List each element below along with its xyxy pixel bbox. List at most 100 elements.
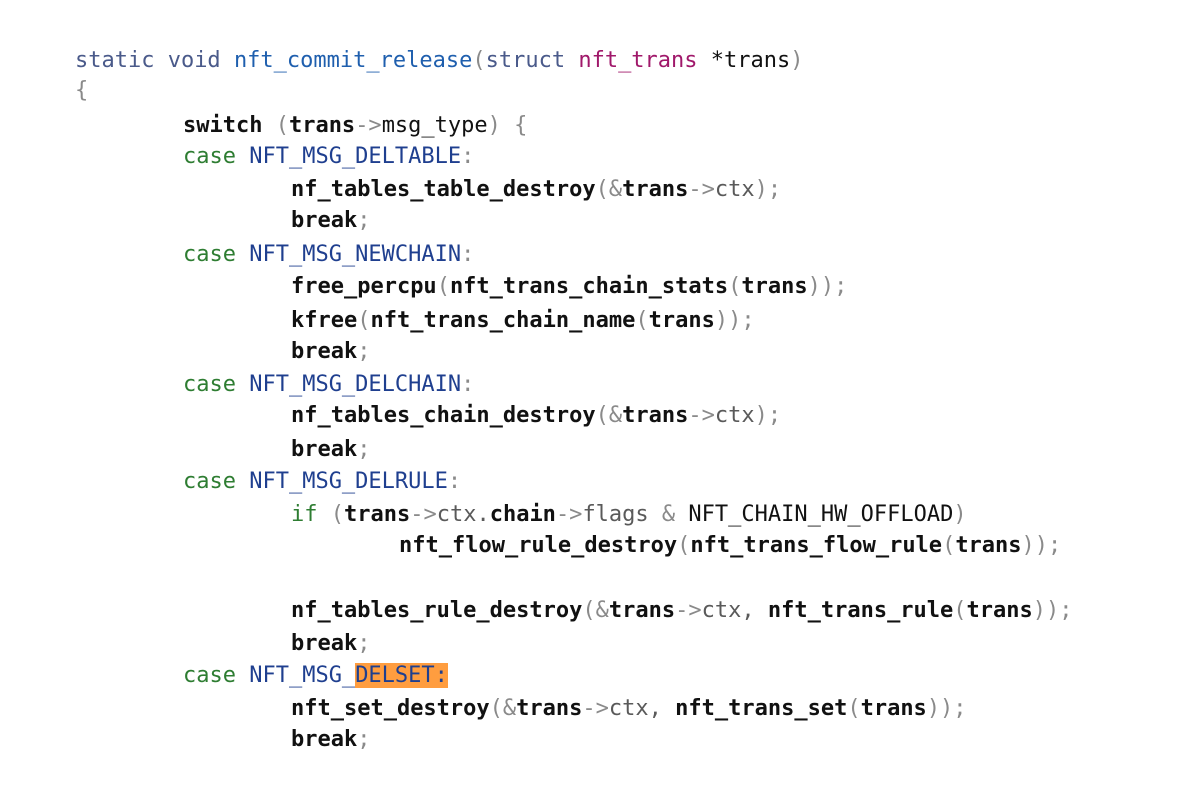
punctuation: );	[754, 403, 782, 428]
punctuation: (	[582, 598, 596, 623]
arrow-operator: ->	[688, 403, 715, 428]
code-line-11: case NFT_MSG_DELCHAIN:	[130, 340, 474, 397]
function-call: nft_trans_chain_name	[370, 308, 636, 333]
function-call: nft_trans_chain_stats	[449, 274, 729, 299]
punctuation: (	[635, 308, 649, 333]
punctuation: ;	[357, 437, 371, 462]
punctuation: ));	[714, 308, 755, 333]
code-line-20: nft_set_destroy(&trans->ctx, nft_trans_s…	[238, 664, 967, 721]
keyword-case: case	[182, 144, 250, 169]
punctuation: :	[461, 372, 475, 397]
identifier: trans	[288, 113, 356, 138]
code-line-2: {	[22, 46, 88, 103]
punctuation: (	[942, 533, 956, 558]
code-line-21: break;	[238, 695, 370, 752]
function-call: nf_tables_rule_destroy	[290, 598, 583, 623]
function-call: free_percpu	[290, 274, 437, 299]
arrow-operator: ->	[355, 113, 382, 138]
constant: NFT_MSG_DELRULE	[249, 469, 448, 494]
punctuation: (	[595, 403, 609, 428]
code-line-7: case NFT_MSG_NEWCHAIN:	[130, 210, 474, 267]
punctuation: (	[357, 308, 371, 333]
punctuation: (	[436, 274, 450, 299]
punctuation: ;	[357, 631, 371, 656]
keyword-break: break	[290, 631, 358, 656]
ampersand: &	[608, 177, 623, 202]
identifier: trans	[608, 598, 676, 623]
code-line-1: static void nft_commit_release(struct nf…	[22, 16, 804, 73]
ampersand: &	[502, 696, 517, 721]
identifier: trans	[966, 598, 1033, 623]
keyword-static-void: static void	[74, 48, 234, 73]
function-call: kfree	[290, 308, 358, 333]
code-line-8: free_percpu(nft_trans_chain_stats(trans)…	[238, 242, 847, 299]
identifier: ctx,	[701, 598, 768, 623]
constant: NFT_MSG_	[249, 663, 356, 688]
function-call: nft_flow_rule_destroy	[398, 533, 678, 558]
arrow-operator: ->	[555, 502, 583, 527]
keyword-switch: switch	[182, 113, 276, 138]
keyword-case: case	[182, 663, 250, 688]
arrow-operator: ->	[582, 696, 609, 721]
punctuation: ;	[357, 339, 371, 364]
brace: {	[500, 113, 528, 138]
keyword-case: case	[182, 372, 250, 397]
keyword-break: break	[290, 727, 358, 752]
constant: NFT_MSG_NEWCHAIN	[249, 242, 462, 267]
code-line-9: kfree(nft_trans_chain_name(trans));	[238, 276, 755, 333]
punctuation: (	[677, 533, 691, 558]
function-name: nft_commit_release	[233, 48, 473, 73]
constant: NFT_MSG_DELTABLE	[249, 144, 462, 169]
identifier: trans	[622, 403, 689, 428]
punctuation: (	[330, 502, 344, 527]
code-line-12: nf_tables_chain_destroy(&trans->ctx);	[238, 371, 781, 428]
keyword-case: case	[182, 469, 250, 494]
code-line-4: case NFT_MSG_DELTABLE:	[130, 112, 474, 169]
code-line-10: break;	[238, 307, 370, 364]
keyword-break: break	[290, 208, 358, 233]
constant: NFT_MSG_DELCHAIN	[249, 372, 462, 397]
constant: NFT_CHAIN_HW_OFFLOAD	[688, 502, 954, 527]
punctuation: :	[461, 144, 475, 169]
identifier: ctx	[714, 403, 755, 428]
identifier: flags	[582, 502, 649, 527]
punctuation: :	[447, 469, 462, 494]
function-call: nft_set_destroy	[290, 696, 490, 721]
arrow-operator: ->	[675, 598, 702, 623]
search-highlight: DELSET:	[355, 663, 448, 688]
function-call: nf_tables_table_destroy	[290, 177, 596, 202]
punctuation: ));	[1021, 533, 1062, 558]
identifier: ctx.	[436, 502, 490, 527]
ampersand: &	[608, 403, 623, 428]
keyword-break: break	[290, 339, 358, 364]
punctuation: (	[472, 48, 486, 73]
code-line-3: switch (trans->msg_type) {	[130, 81, 527, 138]
code-line-6: break;	[238, 176, 370, 233]
identifier: trans	[648, 308, 715, 333]
arrow-operator: ->	[688, 177, 715, 202]
punctuation: (	[595, 177, 609, 202]
punctuation: )	[487, 113, 501, 138]
parameter: *trans	[697, 48, 791, 73]
punctuation: ;	[357, 208, 371, 233]
code-editor[interactable]: static void nft_commit_release(struct nf…	[0, 0, 1180, 752]
code-line-14: case NFT_MSG_DELRULE:	[130, 437, 461, 494]
code-line-5: nf_tables_table_destroy(&trans->ctx);	[238, 145, 781, 202]
function-call: nft_trans_flow_rule	[690, 533, 943, 558]
ampersand: &	[595, 598, 609, 623]
keyword-if: if	[290, 502, 331, 527]
identifier: trans	[955, 533, 1022, 558]
punctuation: )	[790, 48, 804, 73]
identifier: msg_type	[381, 113, 488, 138]
code-line-17: nf_tables_rule_destroy(&trans->ctx, nft_…	[238, 566, 1073, 623]
identifier: trans	[516, 696, 583, 721]
punctuation: (	[953, 598, 967, 623]
code-line-15: if (trans->ctx.chain->flags & NFT_CHAIN_…	[238, 470, 967, 527]
function-call: nft_trans_rule	[767, 598, 954, 623]
keyword-struct: struct	[485, 48, 579, 73]
punctuation: (	[489, 696, 503, 721]
function-call: nft_trans_set	[675, 696, 848, 721]
punctuation: ));	[807, 274, 848, 299]
identifier: ctx,	[608, 696, 676, 721]
code-line-13: break;	[238, 405, 370, 462]
